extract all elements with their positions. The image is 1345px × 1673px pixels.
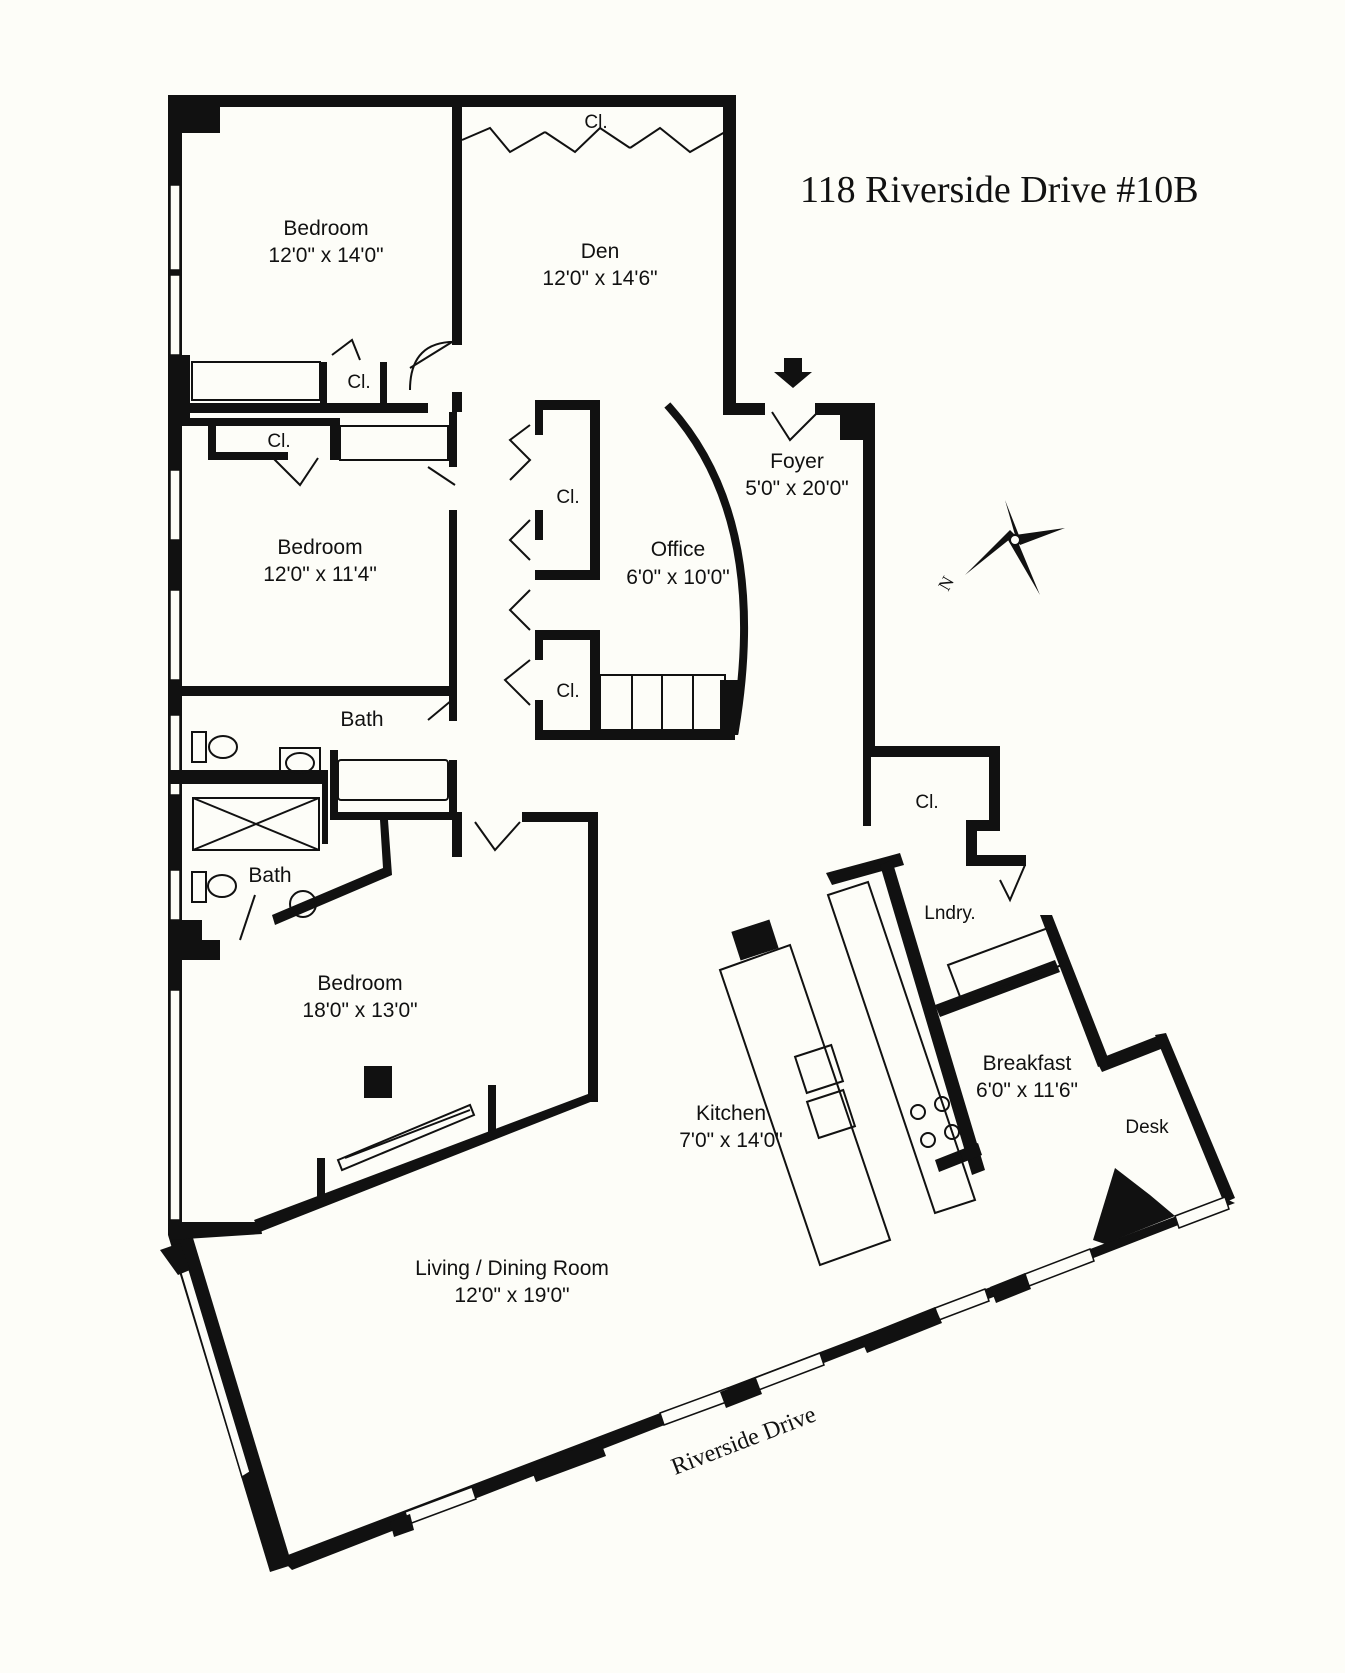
bedroom3-dims: 18'0" x 13'0" xyxy=(302,999,417,1022)
bedroom3-details xyxy=(317,1066,496,1203)
foyer-dims: 5'0" x 20'0" xyxy=(745,477,849,500)
entry-arrow-icon xyxy=(774,358,812,388)
bedroom1-dims: 12'0" x 14'0" xyxy=(268,244,383,267)
south-windows xyxy=(160,1168,1230,1537)
bath-fixtures xyxy=(191,731,321,918)
foyer-name: Foyer xyxy=(770,450,824,473)
exterior-walls xyxy=(168,95,1026,1235)
closet-label: Cl. xyxy=(556,681,579,702)
plan-title: 118 Riverside Drive #10B xyxy=(800,169,1199,211)
bath1-name: Bath xyxy=(340,708,383,731)
interior-walls xyxy=(168,95,1060,1232)
kitchen-name: Kitchen xyxy=(696,1102,766,1125)
closet-label: Cl. xyxy=(347,372,370,393)
closet-label: Cl. xyxy=(915,792,938,813)
compass-icon: N xyxy=(934,500,1065,595)
living-dims: 12'0" x 19'0" xyxy=(454,1284,569,1307)
office-name: Office xyxy=(651,538,705,561)
breakfast-name: Breakfast xyxy=(983,1052,1072,1075)
kitchen-dims: 7'0" x 14'0" xyxy=(679,1129,783,1152)
den-dims: 12'0" x 14'6" xyxy=(542,267,657,290)
closet-label: Cl. xyxy=(556,487,579,508)
den-name: Den xyxy=(581,240,620,263)
desk-name: Desk xyxy=(1125,1117,1169,1138)
bedroom2-name: Bedroom xyxy=(277,536,362,559)
svg-text:N: N xyxy=(934,573,958,594)
bath2-name: Bath xyxy=(248,864,291,887)
office-dims: 6'0" x 10'0" xyxy=(626,566,730,589)
closet-label: Cl. xyxy=(584,112,607,133)
closet-labels: Cl. Cl. Cl. Cl. Cl. Cl. xyxy=(267,112,938,813)
living-name: Living / Dining Room xyxy=(415,1257,609,1280)
bedroom2-dims: 12'0" x 11'4" xyxy=(263,563,377,586)
closet-label: Cl. xyxy=(267,431,290,452)
bedroom3-name: Bedroom xyxy=(317,972,402,995)
bedroom1-name: Bedroom xyxy=(283,217,368,240)
room-labels: Bedroom 12'0" x 14'0" Den 12'0" x 14'6" … xyxy=(248,217,1169,1307)
door-swings xyxy=(239,126,1026,941)
breakfast-dims: 6'0" x 11'6" xyxy=(976,1079,1078,1102)
kitchen-counters xyxy=(718,880,1064,1267)
laundry-name: Lndry. xyxy=(924,903,975,924)
